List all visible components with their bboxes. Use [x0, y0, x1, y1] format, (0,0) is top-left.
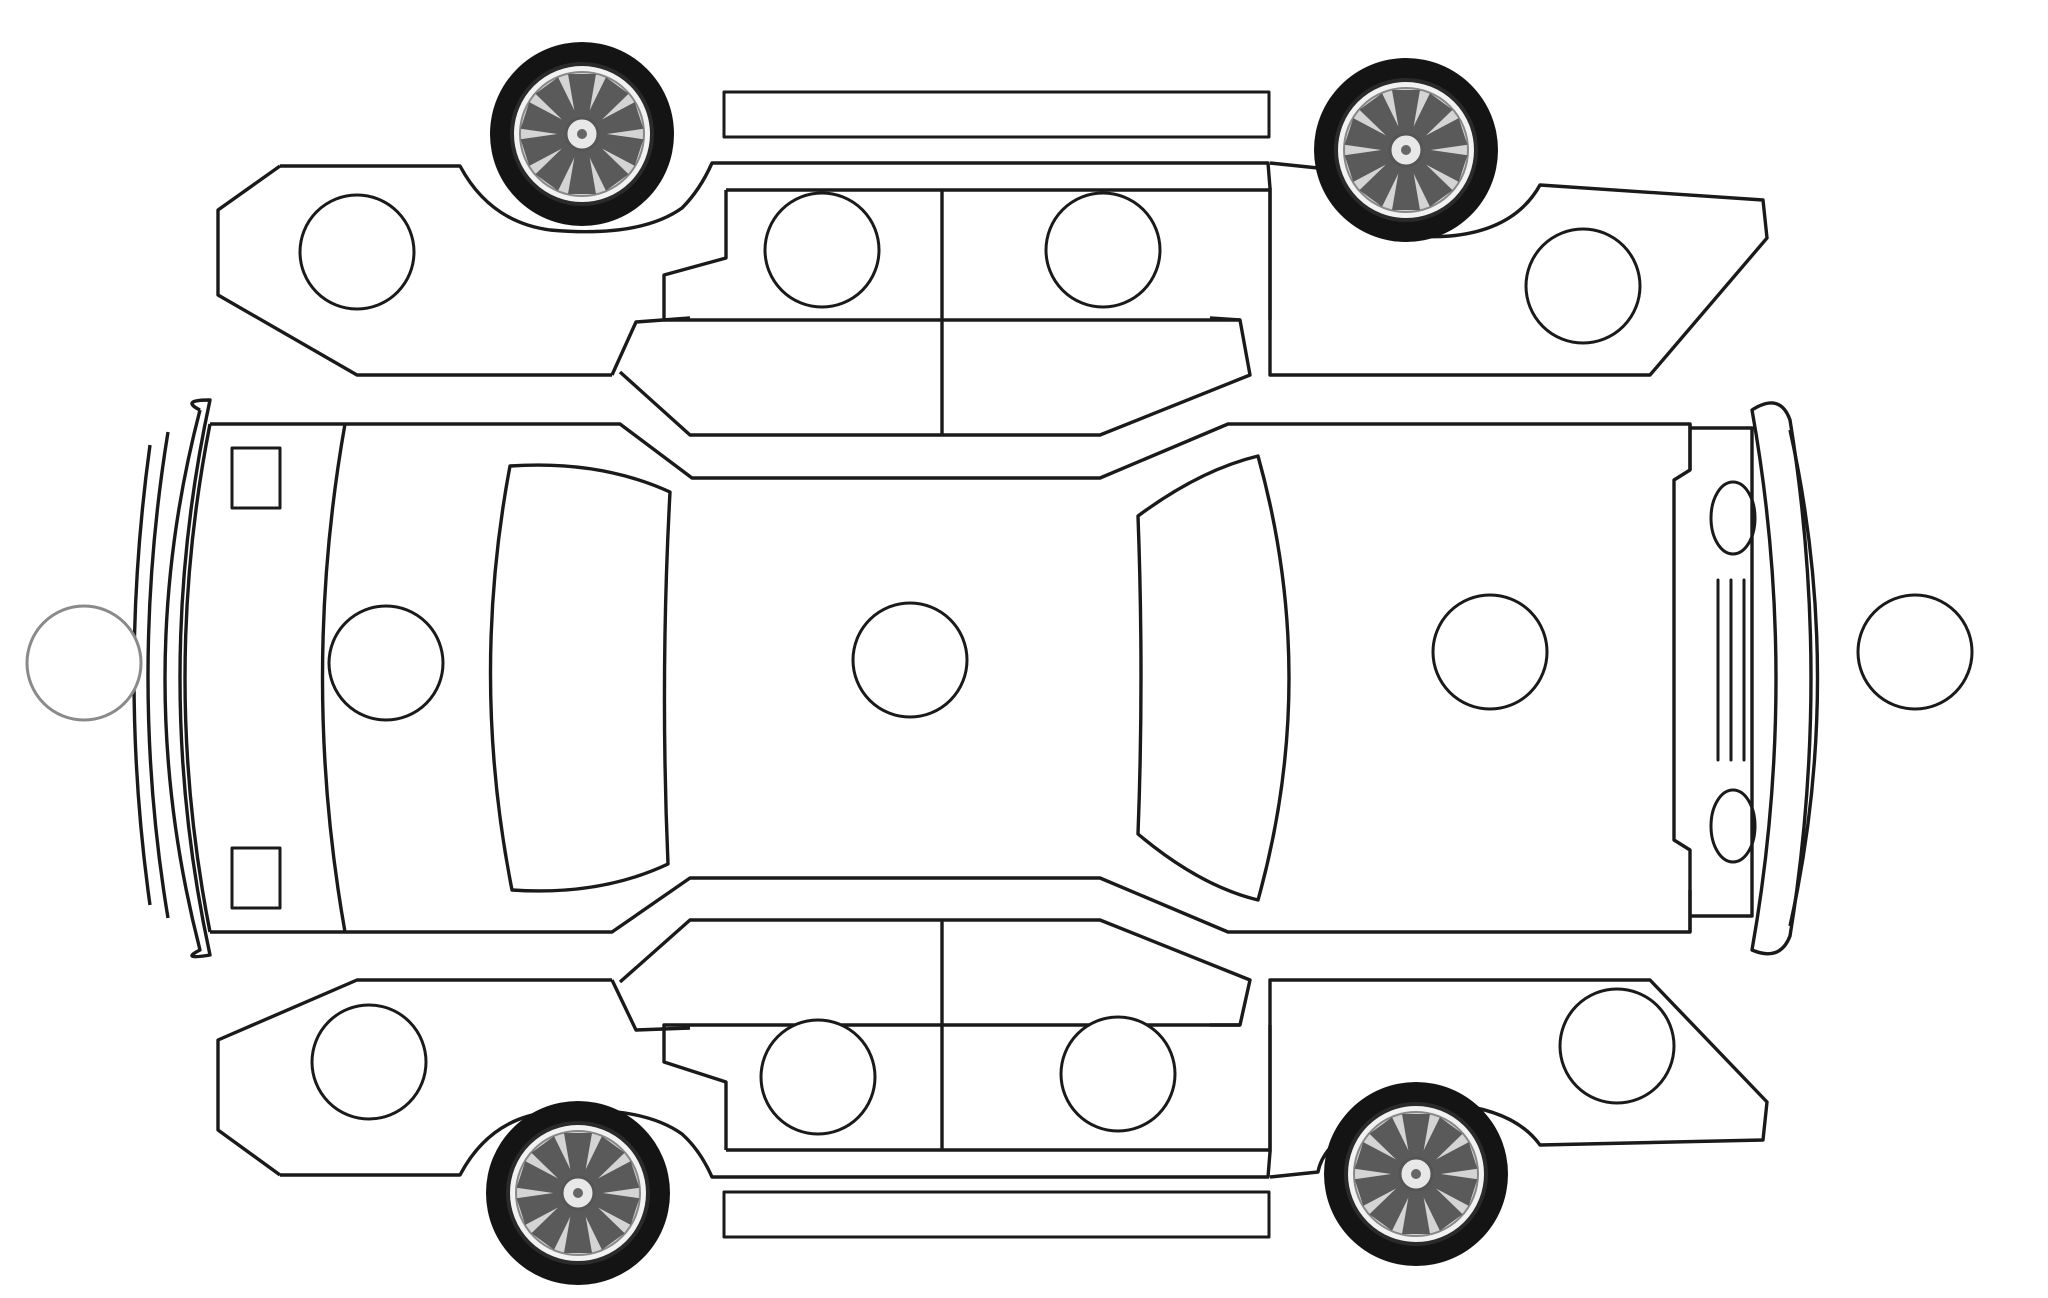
marker-hood[interactable]: [327, 604, 445, 722]
marker-left-rear-quarter[interactable]: [1524, 227, 1642, 345]
rear-window: [1136, 454, 1291, 902]
marker-left-rear-door[interactable]: [1044, 191, 1162, 309]
right-running-board: [722, 1190, 1271, 1239]
right-rear-wheel: [1322, 1080, 1510, 1268]
right-headlight-marker: [230, 846, 282, 910]
marker-front-bumper[interactable]: [25, 604, 143, 722]
left-running-board: [722, 90, 1271, 139]
marker-right-front-fender[interactable]: [310, 1003, 428, 1121]
marker-left-front-fender[interactable]: [298, 193, 416, 311]
left-rear-wheel: [1312, 56, 1500, 244]
marker-roof[interactable]: [851, 601, 969, 719]
damage-markers: [25, 191, 1974, 1136]
marker-rear-bumper[interactable]: [1856, 593, 1974, 711]
marker-right-rear-door[interactable]: [1059, 1015, 1177, 1133]
tail-light-left: [1709, 480, 1757, 556]
left-headlight-marker: [230, 446, 282, 510]
marker-right-front-door[interactable]: [759, 1018, 877, 1136]
marker-left-front-door[interactable]: [763, 191, 881, 309]
right-front-wheel: [484, 1099, 672, 1287]
windshield: [488, 463, 672, 893]
marker-right-rear-quarter[interactable]: [1558, 987, 1676, 1105]
left-front-wheel: [488, 40, 676, 228]
marker-trunk[interactable]: [1431, 593, 1549, 711]
right-side-panel: [216, 918, 1769, 1239]
tail-light-right: [1709, 788, 1757, 864]
top-view-body: [132, 398, 1820, 959]
